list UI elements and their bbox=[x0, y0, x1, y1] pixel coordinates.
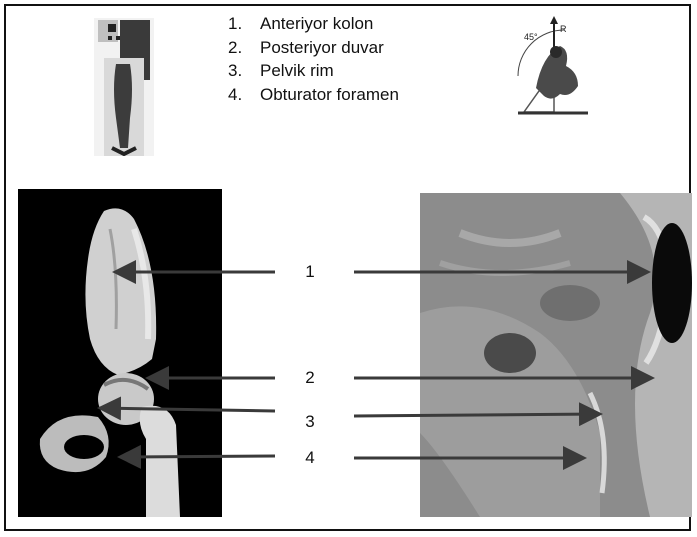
marker-2: 2 bbox=[300, 368, 320, 388]
arrow-3-right bbox=[354, 414, 600, 416]
marker-4: 4 bbox=[300, 448, 320, 468]
marker-1: 1 bbox=[300, 262, 320, 282]
arrow-3-left bbox=[100, 408, 275, 411]
marker-3: 3 bbox=[300, 412, 320, 432]
arrow-4-left bbox=[120, 456, 275, 457]
